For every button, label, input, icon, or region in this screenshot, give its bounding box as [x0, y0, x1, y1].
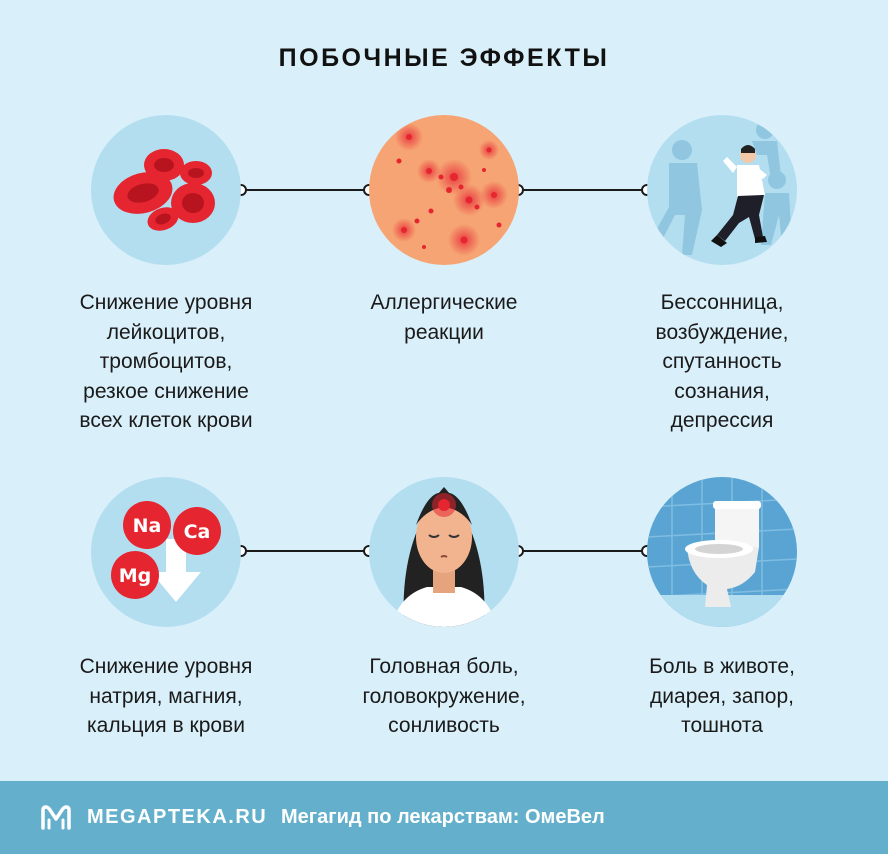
effect-caption-minerals: Снижение уровня натрия, магния, кальция …	[79, 655, 253, 737]
effect-icon-minerals: Na Ca Mg	[91, 477, 241, 627]
red-blood-cells-icon	[113, 149, 215, 231]
effect-icon-insomnia	[647, 115, 797, 265]
effect-icon-allergy	[369, 115, 519, 265]
effect-icon-stomach	[647, 477, 797, 627]
minerals-decrease-icon: Na Ca Mg	[111, 501, 221, 602]
megapteka-logo-icon	[41, 805, 71, 830]
effect-icon-blood	[91, 115, 241, 265]
effect-caption-insomnia: Бессонница, возбуждение, спутанность соз…	[655, 291, 789, 432]
effect-caption-stomach: Боль в животе, диарея, запор, тошнота	[649, 655, 795, 737]
effect-caption-blood: Снижение уровня лейкоцитов, тромбоцитов,…	[79, 291, 253, 432]
page-title: ПОБОЧНЫЕ ЭФФЕКТЫ	[278, 44, 610, 72]
site-name[interactable]: MEGAPTEKA.RU	[87, 806, 268, 828]
effect-caption-allergy: Аллергические реакции	[370, 291, 518, 344]
svg-text:Ca: Ca	[184, 521, 211, 543]
confused-man-icon	[649, 121, 792, 255]
svg-text:Mg: Mg	[119, 565, 152, 587]
effect-icon-headache	[369, 477, 519, 627]
headache-woman-icon	[391, 487, 497, 627]
svg-text:Na: Na	[133, 515, 162, 537]
toilet-icon	[647, 477, 797, 627]
footer: MEGAPTEKA.RU Мегагид по лекарствам: ОмеВ…	[0, 781, 888, 854]
skin-rash-icon	[392, 123, 508, 256]
effect-caption-headache: Головная боль, головокружение, сонливост…	[362, 655, 526, 737]
footer-slogan: Мегагид по лекарствам: ОмеВел	[281, 806, 605, 828]
